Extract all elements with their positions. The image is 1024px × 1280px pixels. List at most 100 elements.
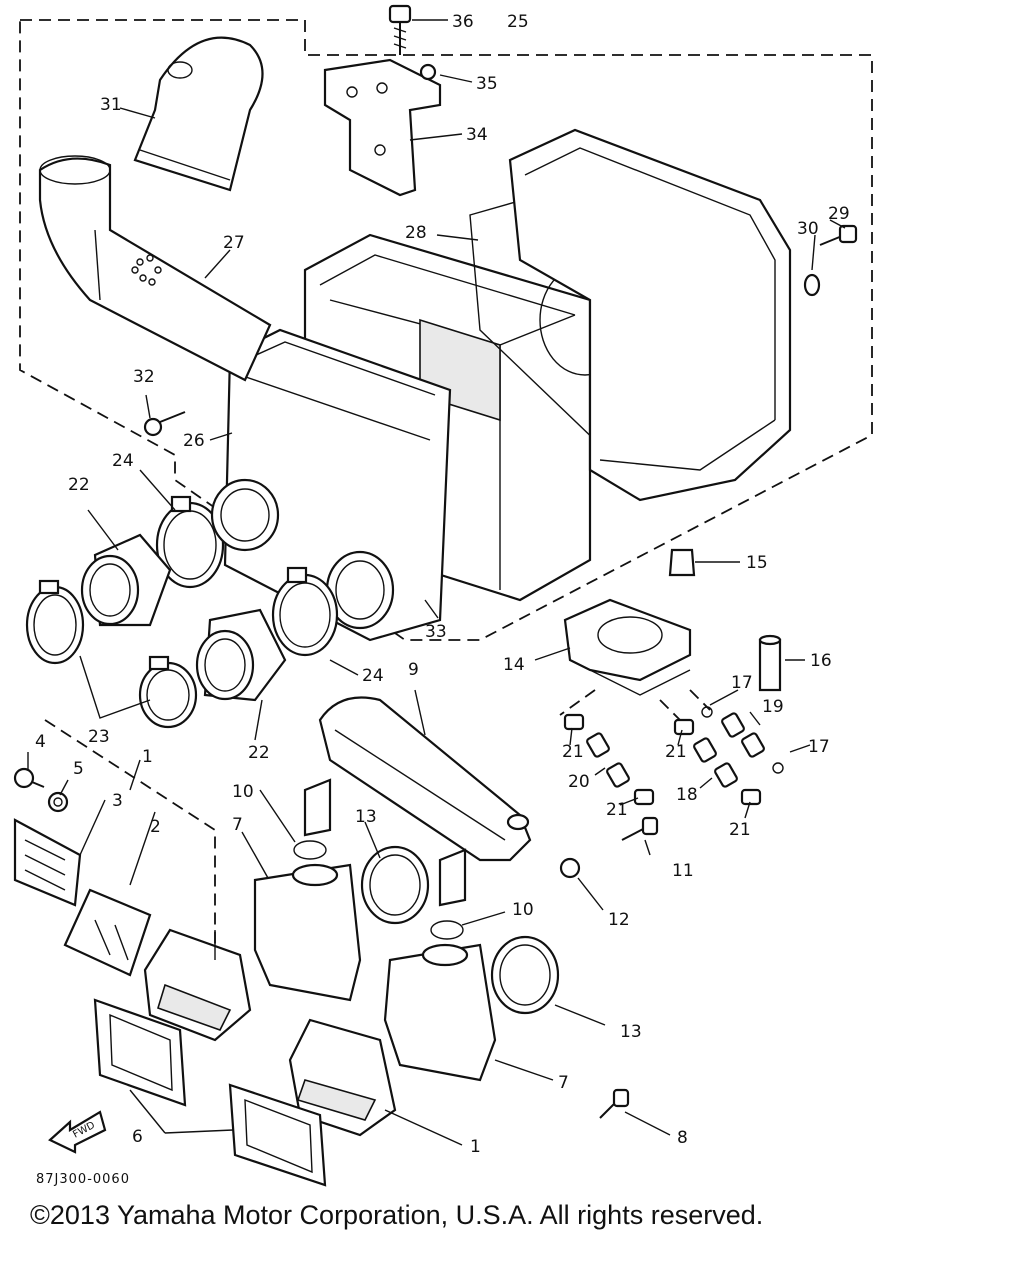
callout-11: 11 <box>672 861 694 881</box>
callout-24-lower: 24 <box>362 666 384 686</box>
silencer-9 <box>303 696 532 907</box>
callout-34: 34 <box>466 125 488 145</box>
hose-18b <box>714 762 738 788</box>
callout-31: 31 <box>100 95 122 115</box>
callout-26: 26 <box>183 431 205 451</box>
callout-25: 25 <box>507 12 529 32</box>
callout-22-lower: 22 <box>248 743 270 763</box>
bolt-29 <box>819 224 858 246</box>
plate-14 <box>563 598 692 696</box>
clip-21c <box>633 788 655 806</box>
reed-plate-3 <box>13 818 82 907</box>
hose-20a <box>586 732 610 758</box>
callout-21-c: 21 <box>606 800 628 820</box>
callout-12: 12 <box>608 910 630 930</box>
hose-guide-lines <box>559 689 711 721</box>
clip-21d <box>740 788 762 806</box>
callout-10-upper: 10 <box>232 782 254 802</box>
boot-upper <box>210 478 280 552</box>
copyright-notice: ©2013 Yamaha Motor Corporation, U.S.A. A… <box>30 1200 764 1230</box>
callout-33: 33 <box>425 622 447 642</box>
callout-30: 30 <box>797 219 819 239</box>
clip-21b <box>673 718 695 736</box>
fwd-arrow-icon: FWD <box>48 1110 107 1154</box>
clamp-13-lower <box>490 935 560 1015</box>
grommet-12 <box>559 857 581 879</box>
assembly-boundary-1 <box>44 719 216 960</box>
callout-3: 3 <box>112 791 123 811</box>
callout-4: 4 <box>35 732 46 752</box>
manifold-7-lower <box>383 943 497 1082</box>
nut-5 <box>47 791 69 813</box>
callout-15: 15 <box>746 553 768 573</box>
bracket-34 <box>323 58 442 197</box>
cap-15 <box>668 548 696 577</box>
reed-valve-1-lower <box>288 1018 397 1137</box>
callout-22-upper: 22 <box>68 475 90 495</box>
intake-tube-27 <box>38 155 272 382</box>
callout-2: 2 <box>150 817 161 837</box>
callout-9: 9 <box>408 660 419 680</box>
callout-13-lower: 13 <box>620 1022 642 1042</box>
washer-30 <box>803 273 821 297</box>
joint-22-upper <box>80 533 172 627</box>
callout-19: 19 <box>762 697 784 717</box>
bolt-11 <box>621 816 659 841</box>
sleeve-16 <box>758 634 782 692</box>
callout-21-a: 21 <box>562 742 584 762</box>
duct-31 <box>133 36 264 192</box>
callout-17-lower: 17 <box>808 737 830 757</box>
callout-18: 18 <box>676 785 698 805</box>
boot-lower <box>325 550 395 630</box>
hose-19a <box>721 712 745 738</box>
callout-14: 14 <box>503 655 525 675</box>
bolt-4 <box>13 767 45 789</box>
reed-2 <box>63 888 152 977</box>
callout-16: 16 <box>810 651 832 671</box>
screw-32 <box>143 411 186 437</box>
hose-fittings <box>563 706 784 806</box>
clamp-24-lower <box>271 566 339 657</box>
hose-20b <box>606 762 630 788</box>
callout-27: 27 <box>223 233 245 253</box>
manifold-7-upper <box>253 863 362 1002</box>
bolt-36 <box>388 4 412 55</box>
callout-35: 35 <box>476 74 498 94</box>
gasket-6-upper <box>93 998 187 1107</box>
nut-35 <box>419 63 437 81</box>
callout-24-upper: 24 <box>112 451 134 471</box>
callout-21-d: 21 <box>729 820 751 840</box>
callout-6: 6 <box>132 1127 143 1147</box>
callout-32: 32 <box>133 367 155 387</box>
rear-housing <box>508 128 792 502</box>
clamp-13-upper <box>360 845 430 925</box>
callout-1-upper: 1 <box>142 747 153 767</box>
ring-17a <box>701 706 713 718</box>
callout-28: 28 <box>405 223 427 243</box>
reed-valve-1-upper <box>143 928 252 1042</box>
assembly-boundary-25 <box>19 19 873 641</box>
hose-18a <box>693 737 717 763</box>
callout-10-lower: 10 <box>512 900 534 920</box>
callout-29: 29 <box>828 204 850 224</box>
callout-7-lower: 7 <box>558 1073 569 1093</box>
air-box-cover <box>223 328 452 642</box>
callout-20: 20 <box>568 772 590 792</box>
clamp-24-upper <box>155 495 225 589</box>
callout-7-upper: 7 <box>232 815 243 835</box>
callout-1-lower: 1 <box>470 1137 481 1157</box>
callout-13-upper: 13 <box>355 807 377 827</box>
ring-17b <box>772 762 784 774</box>
o-ring-10-upper <box>293 840 327 860</box>
drawing-code: 87J300-0060 <box>36 1172 130 1187</box>
callout-21-b: 21 <box>665 742 687 762</box>
callout-8: 8 <box>677 1128 688 1148</box>
callout-23: 23 <box>88 727 110 747</box>
clamp-23-lower <box>138 655 198 729</box>
callout-5: 5 <box>73 759 84 779</box>
gasket-6-lower <box>228 1083 327 1187</box>
clamp-23-upper <box>25 579 85 665</box>
callout-17-upper: 17 <box>731 673 753 693</box>
hose-19b <box>741 732 765 758</box>
